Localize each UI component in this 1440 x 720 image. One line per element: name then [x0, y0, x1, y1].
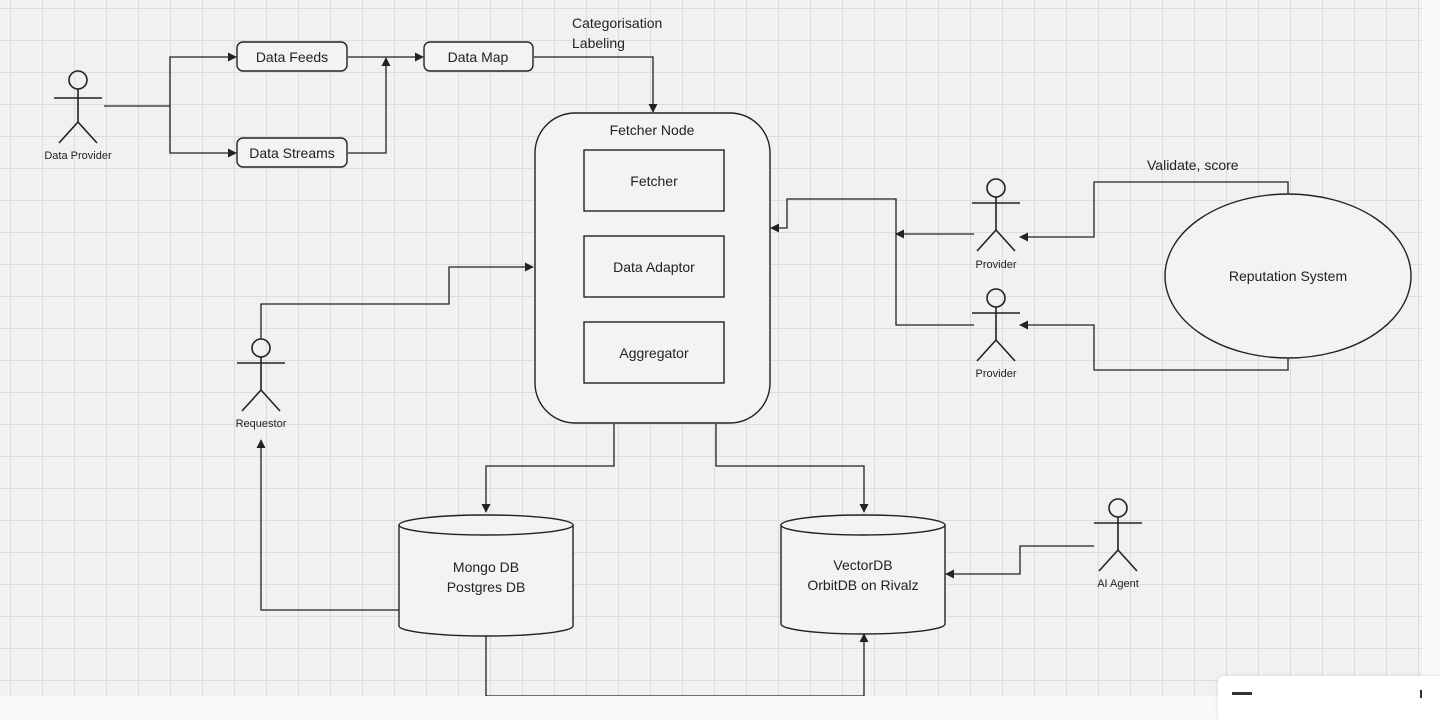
svg-text:Data Map: Data Map: [448, 49, 509, 65]
connector-provider-bottom-to-fetcher: [770, 198, 974, 326]
connector-reputation-to-provider-bottom: [1019, 320, 1289, 371]
board-tools-panel[interactable]: [1218, 676, 1440, 720]
svg-text:Postgres DB: Postgres DB: [447, 579, 526, 595]
svg-text:Data Feeds: Data Feeds: [256, 49, 328, 65]
person-icon: [972, 288, 1020, 362]
svg-text:OrbitDB on Rivalz: OrbitDB on Rivalz: [807, 577, 918, 593]
connector-map-to-fetcher: [534, 56, 658, 113]
svg-text:VectorDB: VectorDB: [833, 557, 892, 573]
data-streams-node[interactable]: Data Streams: [236, 137, 348, 168]
connector-fetcher-to-mongo: [481, 424, 615, 513]
data-provider-actor[interactable]: Data Provider: [44, 70, 112, 162]
architecture-diagram: Data Feeds Data Streams Data Map Categor…: [44, 15, 1412, 696]
provider-actor-bottom[interactable]: Provider: [972, 288, 1020, 380]
mongo-postgres-database[interactable]: Mongo DB Postgres DB: [398, 514, 574, 637]
svg-text:Provider: Provider: [976, 368, 1017, 380]
connector-streams-to-map: [348, 57, 391, 154]
person-icon: [237, 338, 285, 412]
vector-orbit-database[interactable]: VectorDB OrbitDB on Rivalz: [780, 514, 946, 635]
connector-provider-to-feeds: [104, 52, 237, 107]
svg-text:Mongo DB: Mongo DB: [453, 559, 519, 575]
categorisation-annotation: Categorisation: [572, 15, 662, 31]
connector-agent-to-vector: [945, 545, 1094, 579]
connector-reputation-to-provider-top: [1019, 181, 1289, 242]
svg-text:Reputation System: Reputation System: [1229, 268, 1347, 284]
requestor-actor[interactable]: Requestor: [236, 338, 287, 430]
labeling-annotation: Labeling: [572, 35, 625, 51]
fetcher-component[interactable]: Fetcher: [583, 149, 725, 212]
connector-requestor-to-fetcher: [260, 262, 534, 339]
person-icon: [54, 70, 102, 144]
svg-text:Provider: Provider: [976, 259, 1017, 271]
svg-text:Requestor: Requestor: [236, 418, 287, 430]
data-map-node[interactable]: Data Map: [423, 41, 534, 72]
bottom-strip: [0, 696, 1440, 720]
person-icon: [972, 178, 1020, 252]
svg-text:Data Streams: Data Streams: [249, 145, 335, 161]
svg-text:AI Agent: AI Agent: [1097, 578, 1139, 590]
aggregator-component[interactable]: Aggregator: [583, 321, 725, 384]
connector-provider-to-streams: [169, 106, 237, 158]
connector-mongo-to-vector: [485, 633, 869, 696]
svg-text:Aggregator: Aggregator: [619, 345, 689, 361]
validate-score-annotation: Validate, score: [1147, 157, 1239, 173]
reputation-system-node[interactable]: Reputation System: [1164, 193, 1412, 359]
ai-agent-actor[interactable]: AI Agent: [1094, 498, 1142, 590]
person-icon: [1094, 498, 1142, 572]
svg-text:Data Adaptor: Data Adaptor: [613, 259, 695, 275]
data-feeds-node[interactable]: Data Feeds: [236, 41, 348, 72]
svg-text:Data Provider: Data Provider: [44, 150, 112, 162]
more-icon[interactable]: [1420, 690, 1422, 698]
data-adaptor-component[interactable]: Data Adaptor: [583, 235, 725, 298]
list-icon[interactable]: [1232, 692, 1252, 695]
connector-mongo-to-requestor: [256, 439, 399, 611]
svg-text:Fetcher: Fetcher: [630, 173, 678, 189]
connector-fetcher-to-vector: [715, 424, 869, 513]
fetcher-node-title: Fetcher Node: [610, 122, 695, 138]
connectors: [104, 52, 1289, 696]
provider-actor-top[interactable]: Provider: [972, 178, 1020, 271]
